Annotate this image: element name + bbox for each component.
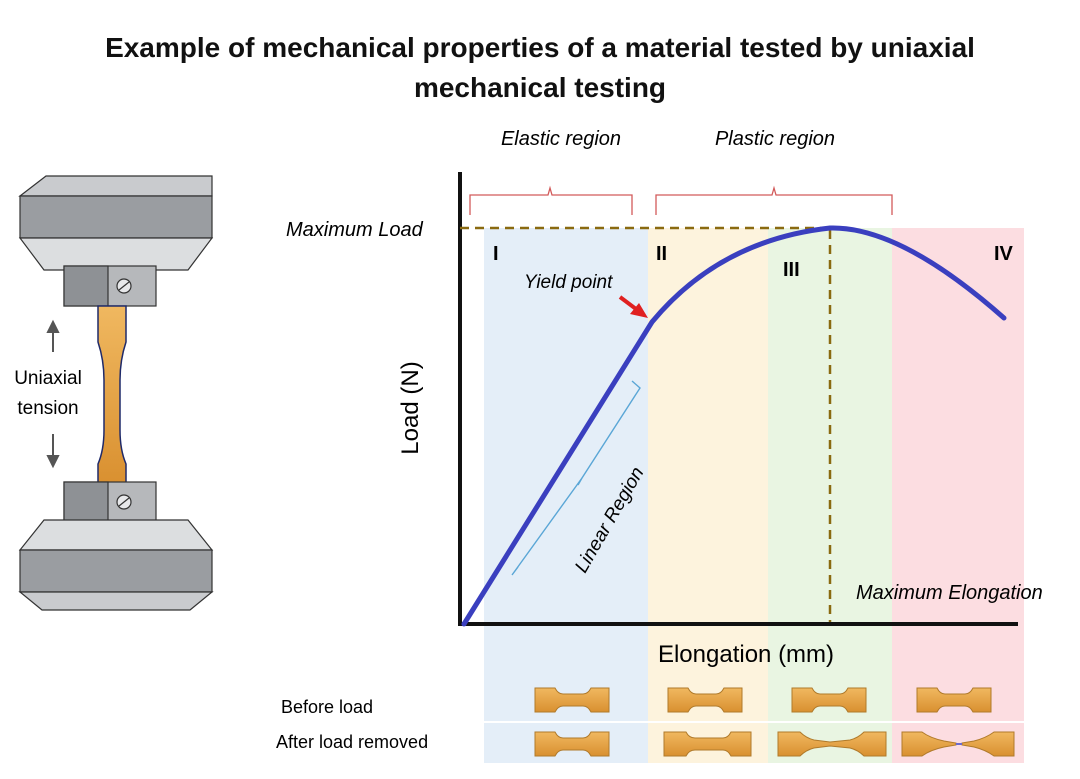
specimen-before-IV [916,687,992,713]
stage-band-II [648,228,768,763]
uniaxial-label: Uniaxial [14,368,82,389]
stage-label-II: II [656,243,667,265]
specimens-after-load [534,731,1015,757]
max-load-label: Maximum Load [286,219,424,241]
stage-band-I [484,228,648,763]
elastic-region-label: Elastic region [501,128,621,150]
yield-point-arrow [618,295,648,318]
specimen-after-III [777,731,887,757]
title-line-2: mechanical testing [413,72,667,103]
stage-bands [484,228,1024,763]
linear-region-bracket [511,380,641,576]
specimen-before-III [791,687,867,713]
title-line-1: Example of mechanical properties of a ma… [105,32,975,63]
dogbone-specimen [97,305,127,485]
plastic-region-label: Plastic region [715,128,835,150]
tensile-test-machine: Uniaxial tension [14,175,214,611]
stage-band-IV [892,228,1024,763]
plastic-bracket [655,185,893,215]
before-load-label: Before load [281,697,373,717]
stage-band-III [768,228,892,763]
region-brackets [469,185,893,215]
y-axis-label: Load (N) [397,361,424,454]
specimen-after-I [534,731,610,757]
diagram-title: Example of mechanical properties of a ma… [0,28,1080,108]
tension-arrows [46,319,60,469]
stage-label-I: I [493,243,499,265]
specimen-after-IV [901,731,1015,757]
tension-label: tension [17,398,78,419]
specimen-after-II [663,731,752,757]
elastic-bracket [469,185,633,215]
upper-grip [18,175,214,307]
specimens-before-load [534,687,992,713]
specimen-before-I [534,687,610,713]
after-load-removed-label: After load removed [276,732,428,752]
x-axis-label: Elongation (mm) [658,641,834,668]
axes [458,172,1018,626]
max-elongation-label: Maximum Elongation [856,582,1043,604]
reference-lines [460,226,832,622]
specimen-before-II [667,687,743,713]
yield-point-label: Yield point [524,272,613,293]
stage-label-III: III [783,259,800,281]
lower-grip [18,481,214,611]
stage-label-IV: IV [994,243,1014,265]
load-elongation-curve [461,225,1007,627]
